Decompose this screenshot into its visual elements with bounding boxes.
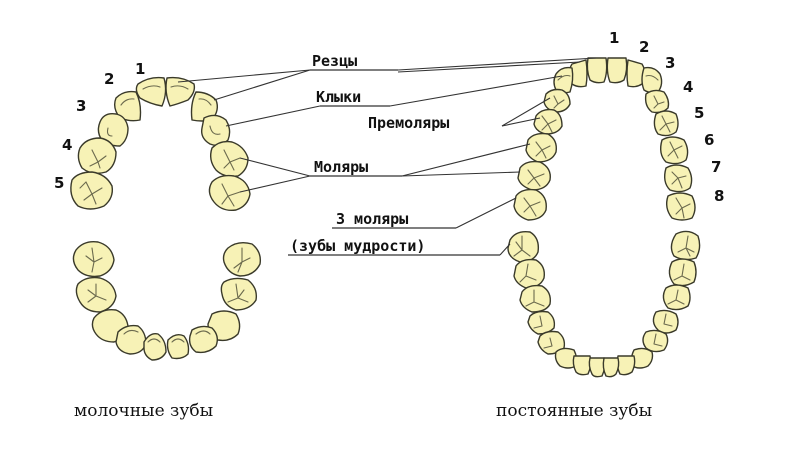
primary-lower-incisor-right — [166, 333, 190, 360]
primary-tooth-numbers: 1 2 3 4 5 — [54, 60, 145, 192]
permanent-upper-incisor-right — [606, 57, 628, 84]
primary-lower-incisor-left — [143, 332, 167, 361]
permanent-number-1: 1 — [609, 29, 619, 47]
permanent-upper-canine-right — [641, 66, 663, 94]
permanent-number-3: 3 — [665, 54, 675, 72]
primary-lower-lateral-left — [115, 324, 147, 355]
primary-number-1: 1 — [135, 60, 145, 78]
permanent-upper-canine-left — [553, 66, 574, 94]
primary-number-4: 4 — [62, 136, 72, 154]
tooth-type-labels: Резцы Клыки Премоляры Моляры 3 моляры (з… — [290, 52, 449, 255]
permanent-number-5: 5 — [694, 104, 704, 122]
permanent-number-7: 7 — [711, 158, 721, 176]
primary-lower-lateral-right — [188, 325, 219, 354]
permanent-upper-incisor-left — [586, 57, 608, 84]
label-molars: Моляры — [314, 158, 368, 176]
primary-upper-molar2-left — [70, 171, 114, 210]
permanent-lower-premolar2-right — [652, 309, 679, 334]
label-incisors: Резцы — [312, 52, 357, 70]
primary-lower-molar1-right — [220, 277, 258, 311]
primary-upper-molar1-right — [209, 140, 249, 178]
permanent-lower-molar1-left — [519, 284, 552, 313]
permanent-lower-molar2-left — [513, 258, 546, 289]
primary-upper-incisor-right — [165, 76, 196, 107]
label-third-molars: 3 моляры — [336, 210, 408, 228]
primary-upper-molar1-left — [77, 137, 117, 175]
permanent-lower-lateral-left — [572, 355, 592, 376]
primary-upper-incisor-left — [135, 76, 167, 107]
primary-upper-arch — [70, 76, 251, 212]
label-premolars: Премоляры — [368, 114, 449, 132]
primary-number-2: 2 — [104, 70, 114, 88]
caption-permanent-teeth: постоянные зубы — [496, 401, 652, 421]
permanent-lower-premolar1-right — [642, 329, 669, 353]
primary-lower-arch — [72, 240, 262, 361]
permanent-lower-molar3-right — [670, 230, 701, 261]
permanent-number-8: 8 — [714, 187, 724, 205]
permanent-upper-molar3-left — [513, 188, 547, 221]
label-canines: Клыки — [316, 88, 361, 106]
primary-upper-canine-right — [200, 114, 231, 147]
permanent-lower-molar3-left — [507, 230, 540, 263]
permanent-upper-premolar1-left — [543, 88, 571, 113]
permanent-upper-molar2-left — [517, 160, 551, 191]
caption-primary-teeth: молочные зубы — [74, 401, 213, 421]
permanent-upper-premolar2-left — [533, 108, 563, 135]
primary-number-5: 5 — [54, 174, 64, 192]
leader-lines — [177, 57, 597, 256]
permanent-lower-arch — [507, 230, 701, 378]
permanent-upper-molar1-left — [525, 132, 558, 163]
permanent-number-4: 4 — [683, 78, 693, 96]
permanent-tooth-numbers: 1 2 3 4 5 6 7 8 — [609, 29, 724, 205]
permanent-number-2: 2 — [639, 38, 649, 56]
primary-number-3: 3 — [76, 97, 86, 115]
permanent-lower-lateral-right — [616, 355, 636, 376]
label-wisdom-teeth: (зубы мудрости) — [290, 237, 425, 255]
permanent-lower-incisor-left — [588, 357, 606, 378]
permanent-upper-arch — [513, 57, 696, 221]
permanent-lower-incisor-right — [602, 357, 620, 378]
primary-upper-molar2-right — [208, 174, 251, 212]
permanent-number-6: 6 — [704, 131, 714, 149]
